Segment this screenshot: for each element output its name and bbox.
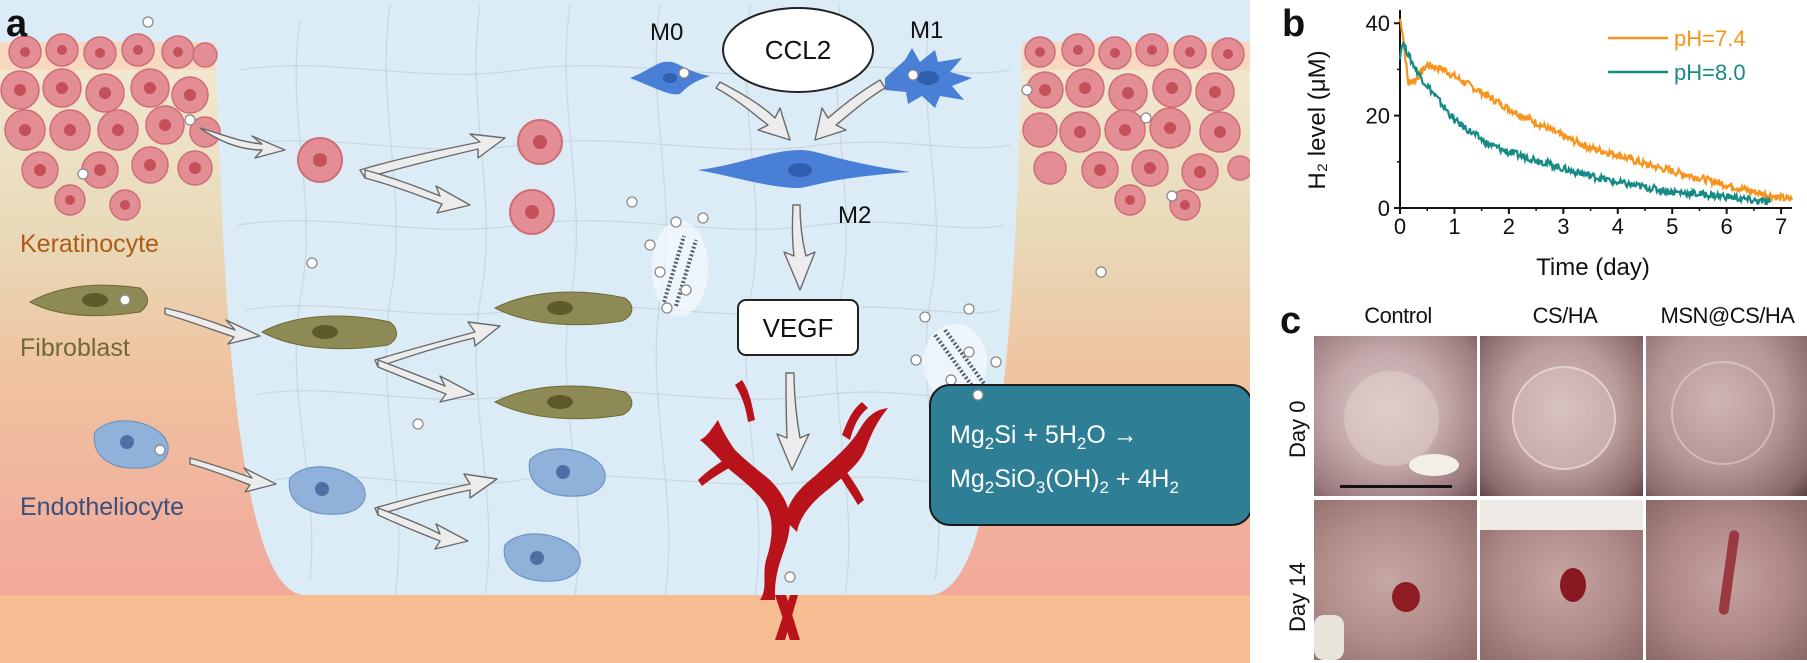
label-m0: M0 <box>650 19 683 46</box>
series-line <box>1398 18 1794 203</box>
endotheliocytes <box>93 420 606 582</box>
x-tick-label: 1 <box>1448 214 1460 239</box>
x-tick-label: 0 <box>1394 214 1406 239</box>
label-vegf: VEGF <box>763 313 834 343</box>
legend-label: pH=8.0 <box>1674 60 1746 85</box>
reaction-line-1: Mg2Si + 5H2O → <box>950 421 1138 453</box>
x-tick-label: 4 <box>1612 214 1624 239</box>
vegf-box <box>737 299 859 356</box>
label-m2: M2 <box>838 202 871 229</box>
keratinocyte-layer-right <box>1022 33 1250 221</box>
row-label-day-0: Day 0 <box>1285 400 1310 458</box>
y-tick-label: 40 <box>1366 11 1390 36</box>
reaction-line-2: Mg2SiO3(OH)2 + 4H2 <box>950 465 1179 497</box>
photo-msn-cs-ha-day0 <box>1646 336 1807 496</box>
series-0 <box>1398 18 1794 203</box>
label-ccl2: CCL2 <box>765 35 831 65</box>
label-m1: M1 <box>910 17 943 44</box>
fibroblasts <box>28 284 633 420</box>
label-keratinocyte: Keratinocyte <box>20 230 159 258</box>
row-label-day-14: Day 14 <box>1285 562 1310 632</box>
column-label-msn-cs-ha: MSN@CS/HA <box>1660 303 1795 328</box>
x-tick-label: 3 <box>1557 214 1569 239</box>
macrophage-m1 <box>885 48 972 108</box>
skin-left <box>0 42 305 595</box>
x-tick-label: 6 <box>1721 214 1733 239</box>
column-label-control: Control <box>1364 303 1432 328</box>
x-tick-label: 5 <box>1666 214 1678 239</box>
panel-c-letter: c <box>1280 300 1302 342</box>
x-tick-label: 2 <box>1503 214 1515 239</box>
signal-arrows <box>715 79 886 471</box>
y-tick-label: 20 <box>1366 104 1390 129</box>
macrophage-m2 <box>698 150 910 188</box>
migration-arrows <box>164 127 506 550</box>
blood-vessel <box>698 380 888 640</box>
panel-a-diagram: a M0 M1 M2 CCL2 VEGF Keratinocyte Fibrob… <box>0 0 1250 663</box>
macrophage-m0 <box>630 61 710 95</box>
x-tick-label: 7 <box>1775 214 1787 239</box>
panel-a-letter: a <box>6 3 28 45</box>
label-fibroblast: Fibroblast <box>20 334 130 362</box>
reaction-box <box>929 384 1250 526</box>
panel-b-letter: b <box>1282 3 1305 45</box>
scale-bar <box>1340 485 1452 488</box>
chart-axes: 0 1 2 3 4 5 6 7 0 20 40 <box>1366 10 1792 239</box>
series-line <box>1398 41 1772 206</box>
photo-cs-ha-day0 <box>1480 336 1643 496</box>
nanoparticle-rods <box>652 220 987 400</box>
photo-control-day0 <box>1314 336 1477 496</box>
y-tick-label: 0 <box>1378 196 1390 221</box>
keratinocyte-layer-left <box>0 33 221 221</box>
migrating-keratinocytes <box>297 119 563 235</box>
y-axis-label: H₂ level (μM) <box>1304 50 1331 189</box>
ccl2-ellipse <box>722 7 874 93</box>
photo-cs-ha-day14 <box>1480 500 1643 660</box>
legend-label: pH=7.4 <box>1674 26 1746 51</box>
chart-lines <box>1398 18 1794 206</box>
x-axis-label: Time (day) <box>1536 254 1650 281</box>
reaction-bubble <box>972 389 984 401</box>
column-label-cs-ha: CS/HA <box>1532 303 1598 328</box>
chart-legend: pH=7.4 pH=8.0 <box>1608 26 1746 85</box>
label-endotheliocyte: Endotheliocyte <box>20 493 184 521</box>
skin-bottom <box>0 595 1250 663</box>
photo-control-day14 <box>1314 500 1477 660</box>
photo-msn-cs-ha-day14 <box>1646 500 1807 660</box>
series-1 <box>1398 41 1772 206</box>
